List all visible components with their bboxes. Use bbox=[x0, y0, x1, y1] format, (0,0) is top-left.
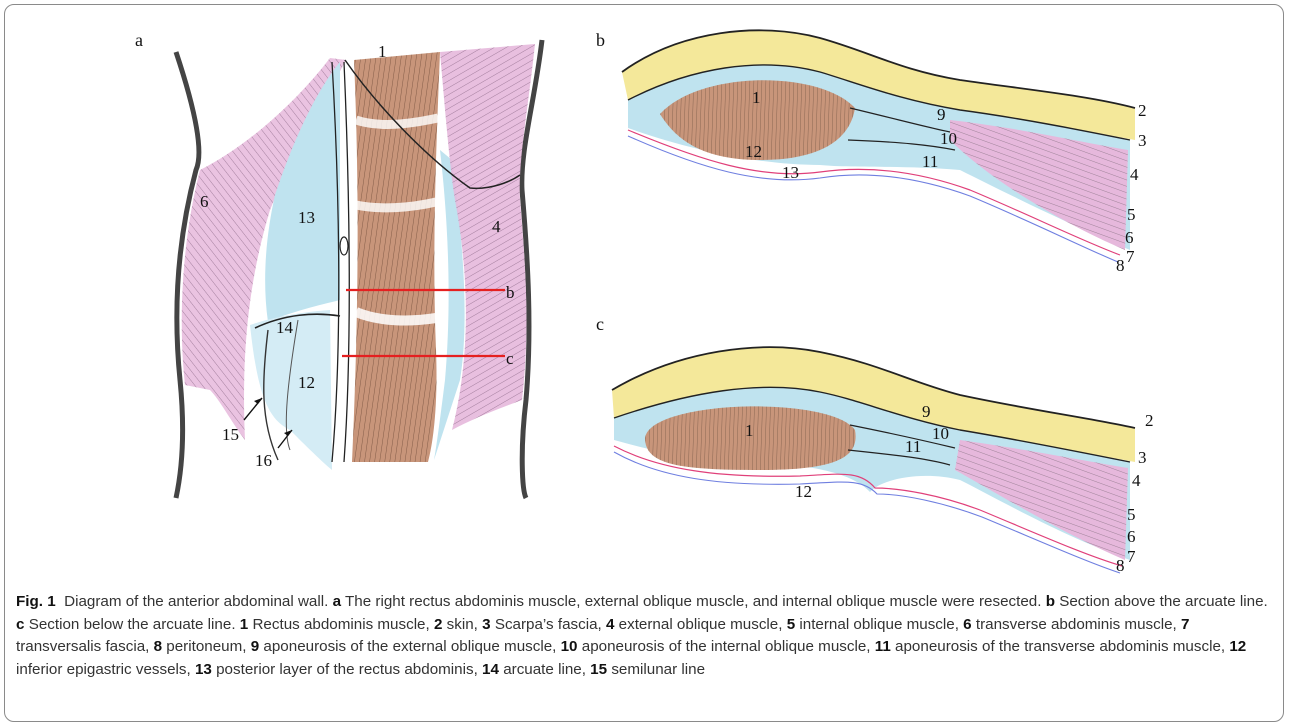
c-label-11: 11 bbox=[905, 437, 921, 456]
panel-a: a 1 4 6 13 14 12 15 16 b c bbox=[135, 30, 542, 498]
b-label-1: 1 bbox=[752, 88, 761, 107]
panel-b: b 1 12 13 9 10 11 2 3 4 5 6 7 8 bbox=[596, 30, 1147, 275]
b-label-7: 7 bbox=[1126, 247, 1135, 266]
caption-item: semilunar line bbox=[611, 661, 705, 678]
b-label-5: 5 bbox=[1127, 205, 1136, 224]
caption-item: aponeurosis of the external oblique musc… bbox=[263, 638, 556, 655]
caption-item: The right rectus abdominis muscle, exter… bbox=[345, 593, 1041, 610]
caption-item: transverse abdominis muscle, bbox=[976, 616, 1177, 633]
a-label-6: 6 bbox=[200, 192, 209, 211]
caption-key: 13 bbox=[195, 661, 212, 678]
b-label-10: 10 bbox=[940, 129, 957, 148]
b-label-13: 13 bbox=[782, 163, 799, 182]
caption-key: 10 bbox=[561, 638, 578, 655]
a-label-12: 12 bbox=[298, 373, 315, 392]
b-label-4: 4 bbox=[1130, 165, 1139, 184]
panel-c: c 1 12 9 10 11 2 3 4 5 6 7 8 bbox=[596, 314, 1154, 575]
caption-key: 9 bbox=[251, 638, 259, 655]
caption-key: 2 bbox=[434, 616, 442, 633]
figure-caption: Fig. 1 Diagram of the anterior abdominal… bbox=[16, 591, 1271, 681]
b-label-3: 3 bbox=[1138, 131, 1147, 150]
caption-item: aponeurosis of the transverse abdominis … bbox=[895, 638, 1225, 655]
caption-fig-label: Fig. 1 bbox=[16, 593, 56, 610]
caption-item: Scarpa’s fascia, bbox=[495, 616, 602, 633]
caption-key: 5 bbox=[787, 616, 795, 633]
a-label-13: 13 bbox=[298, 208, 315, 227]
caption-key: 12 bbox=[1229, 638, 1246, 655]
caption-key: 7 bbox=[1181, 616, 1189, 633]
c-label-10: 10 bbox=[932, 424, 949, 443]
c-label-2: 2 bbox=[1145, 411, 1154, 430]
caption-item: arcuate line, bbox=[503, 661, 586, 678]
caption-item: inferior epigastric vessels, bbox=[16, 661, 191, 678]
caption-key: b bbox=[1046, 593, 1055, 610]
b-label-8: 8 bbox=[1116, 256, 1125, 275]
c-label-9: 9 bbox=[922, 402, 931, 421]
caption-key: 6 bbox=[963, 616, 971, 633]
panel-a-label: a bbox=[135, 30, 143, 50]
a-label-16: 16 bbox=[255, 451, 272, 470]
c-label-8: 8 bbox=[1116, 556, 1125, 575]
c-label-6: 6 bbox=[1127, 527, 1136, 546]
a-section-mark-c: c bbox=[506, 349, 514, 368]
c-label-4: 4 bbox=[1132, 471, 1141, 490]
caption-key: c bbox=[16, 616, 24, 633]
caption-key: 14 bbox=[482, 661, 499, 678]
b-label-12: 12 bbox=[745, 142, 762, 161]
c-label-5: 5 bbox=[1127, 505, 1136, 524]
caption-item: Section above the arcuate line. bbox=[1059, 593, 1268, 610]
c-label-3: 3 bbox=[1138, 448, 1147, 467]
caption-key: a bbox=[333, 593, 341, 610]
caption-title: Diagram of the anterior abdominal wall. bbox=[64, 593, 328, 610]
b-label-6: 6 bbox=[1125, 228, 1134, 247]
caption-key: 8 bbox=[154, 638, 162, 655]
caption-item: transversalis fascia, bbox=[16, 638, 149, 655]
caption-item: external oblique muscle, bbox=[619, 616, 783, 633]
b-label-2: 2 bbox=[1138, 101, 1147, 120]
a-label-1: 1 bbox=[378, 42, 387, 61]
b-label-11: 11 bbox=[922, 152, 938, 171]
a-section-mark-b: b bbox=[506, 283, 515, 302]
caption-key: 4 bbox=[606, 616, 614, 633]
caption-key: 3 bbox=[482, 616, 490, 633]
c-label-12: 12 bbox=[795, 482, 812, 501]
caption-item: peritoneum, bbox=[166, 638, 246, 655]
caption-item: posterior layer of the rectus abdominis, bbox=[216, 661, 478, 678]
b-label-9: 9 bbox=[937, 105, 946, 124]
a-label-14: 14 bbox=[276, 318, 294, 337]
caption-key: 1 bbox=[240, 616, 248, 633]
caption-item: Rectus abdominis muscle, bbox=[252, 616, 429, 633]
panel-b-label: b bbox=[596, 30, 605, 50]
c-label-1: 1 bbox=[745, 421, 754, 440]
caption-item: Section below the arcuate line. bbox=[29, 616, 236, 633]
a-label-4: 4 bbox=[492, 217, 501, 236]
c-label-7: 7 bbox=[1127, 547, 1136, 566]
caption-key: 15 bbox=[590, 661, 607, 678]
panel-c-label: c bbox=[596, 314, 604, 334]
a-label-15: 15 bbox=[222, 425, 239, 444]
caption-item: internal oblique muscle, bbox=[799, 616, 959, 633]
caption-key: 11 bbox=[875, 638, 891, 655]
caption-item: skin, bbox=[447, 616, 478, 633]
caption-item: aponeurosis of the internal oblique musc… bbox=[582, 638, 871, 655]
